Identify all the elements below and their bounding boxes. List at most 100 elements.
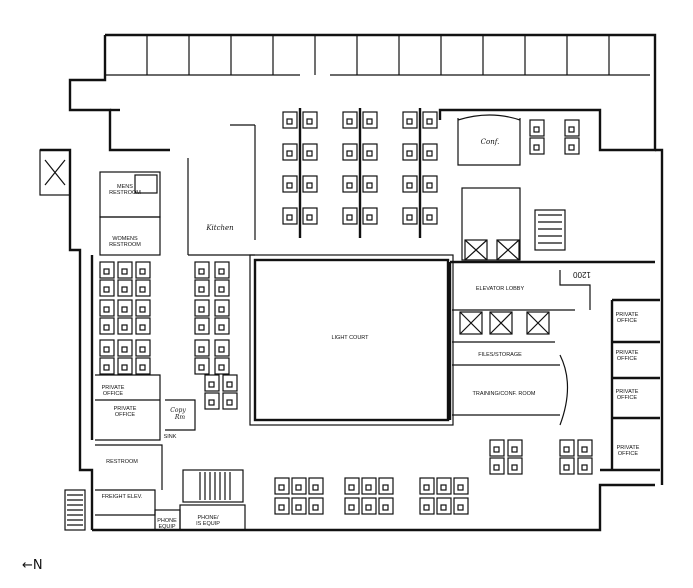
workstation — [422, 143, 438, 161]
workstation — [135, 317, 151, 335]
files-storage-label: FILES/STORAGE — [478, 352, 522, 358]
workstation — [117, 357, 133, 375]
workstation — [507, 457, 523, 475]
workstation — [302, 143, 318, 161]
workstation — [99, 279, 115, 297]
workstation — [99, 299, 115, 317]
workstation — [342, 143, 358, 161]
workstation — [214, 299, 230, 317]
workstation — [135, 357, 151, 375]
workstation — [419, 477, 435, 495]
workstation — [274, 497, 290, 515]
workstation — [214, 357, 230, 375]
workstation — [222, 392, 238, 410]
workstation — [99, 317, 115, 335]
kitchen-label: Kitchen — [205, 224, 234, 232]
workstation — [529, 119, 545, 137]
workstation — [302, 111, 318, 129]
workstation — [99, 261, 115, 279]
workstation — [402, 207, 418, 225]
workstation — [282, 175, 298, 193]
workstation — [291, 497, 307, 515]
workstation — [117, 261, 133, 279]
workstation — [117, 279, 133, 297]
conf-label: Conf. — [481, 138, 500, 146]
suite-number-label: 1200 — [573, 270, 591, 279]
workstation — [453, 477, 469, 495]
workstation — [282, 143, 298, 161]
workstation — [194, 317, 210, 335]
workstation — [453, 497, 469, 515]
workstation — [302, 175, 318, 193]
north-arrow: ←N — [22, 558, 43, 573]
workstation — [194, 261, 210, 279]
restroom-label: RESTROOM — [106, 459, 138, 465]
freight-elev-label: FREIGHT ELEV. — [102, 494, 143, 500]
workstation — [402, 143, 418, 161]
workstation — [135, 299, 151, 317]
workstation — [559, 439, 575, 457]
workstation — [559, 457, 575, 475]
workstation — [282, 111, 298, 129]
workstation — [529, 137, 545, 155]
elevator-lobby-label: ELEVATOR LOBBY — [476, 286, 525, 292]
workstation — [135, 261, 151, 279]
workstation — [291, 477, 307, 495]
workstation — [302, 207, 318, 225]
sink-label: SINK — [164, 434, 177, 440]
workstation — [117, 317, 133, 335]
workstation — [194, 279, 210, 297]
workstation — [419, 497, 435, 515]
workstation — [422, 207, 438, 225]
workstation — [362, 143, 378, 161]
workstation — [214, 279, 230, 297]
workstation — [194, 299, 210, 317]
walls — [39, 33, 664, 532]
workstation — [577, 439, 593, 457]
workstation — [489, 457, 505, 475]
workstation — [344, 477, 360, 495]
workstation — [342, 111, 358, 129]
workstation — [507, 439, 523, 457]
workstation — [214, 317, 230, 335]
workstation — [117, 339, 133, 357]
workstation — [274, 477, 290, 495]
workstation — [282, 207, 298, 225]
workstation — [214, 339, 230, 357]
workstation — [361, 497, 377, 515]
workstation — [402, 111, 418, 129]
workstation — [342, 175, 358, 193]
workstation — [204, 374, 220, 392]
workstation — [308, 477, 324, 495]
workstation — [361, 477, 377, 495]
workstation — [135, 339, 151, 357]
workstation — [378, 477, 394, 495]
workstation — [564, 137, 580, 155]
workstation — [214, 261, 230, 279]
workstation — [99, 357, 115, 375]
workstation — [342, 207, 358, 225]
workstation — [362, 175, 378, 193]
workstation — [422, 175, 438, 193]
light-court-label: LIGHT COURT — [331, 335, 369, 341]
workstation — [362, 111, 378, 129]
workstations — [99, 108, 593, 515]
workstation — [577, 457, 593, 475]
workstation — [436, 497, 452, 515]
workstation — [402, 175, 418, 193]
workstation — [308, 497, 324, 515]
phone-is-equip-label: PHONE/IS EQUIP — [196, 515, 220, 527]
workstation — [436, 477, 452, 495]
workstation — [344, 497, 360, 515]
workstation — [194, 357, 210, 375]
workstation — [99, 339, 115, 357]
